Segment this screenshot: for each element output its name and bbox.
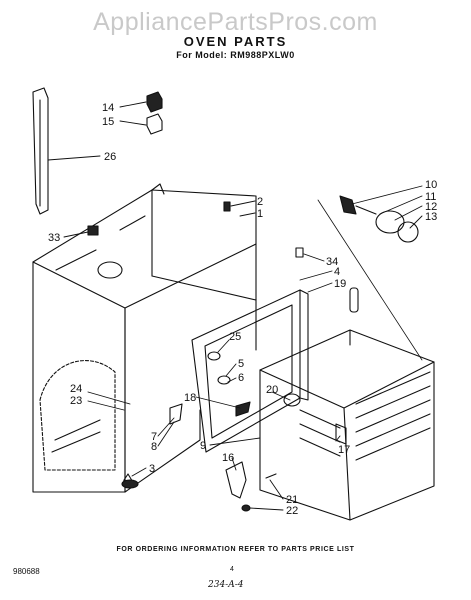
callout-16: 16 — [222, 452, 234, 464]
callout-13: 13 — [425, 211, 437, 223]
ordering-note: FOR ORDERING INFORMATION REFER TO PARTS … — [116, 546, 355, 553]
callout-10: 10 — [425, 179, 437, 191]
callout-34: 34 — [326, 256, 338, 268]
callout-5: 5 — [238, 358, 244, 370]
callout-6: 6 — [238, 372, 244, 384]
oven-front-frame — [191, 289, 309, 453]
callout-11: 11 — [425, 191, 436, 203]
watermark: AppliancePartsPros.com — [93, 8, 378, 36]
clip-part-14 — [146, 91, 163, 113]
callout-22: 22 — [286, 505, 298, 517]
leader-lines — [47, 101, 423, 511]
callout-3: 3 — [149, 463, 155, 475]
oven-light-assembly — [317, 195, 423, 361]
oven-liner — [259, 329, 435, 521]
clip-part-15 — [146, 113, 163, 135]
callout-15: 15 — [102, 116, 114, 128]
callout-labels: 14 15 26 33 2 1 10 11 12 13 34 4 19 25 5… — [48, 102, 437, 517]
callout-24: 24 — [70, 383, 82, 395]
callout-12: 12 — [425, 201, 437, 213]
callout-20: 20 — [266, 384, 278, 396]
side-trim-strip — [32, 87, 49, 215]
callout-17: 17 — [338, 444, 350, 456]
figure-code: 980688 — [13, 567, 40, 576]
callout-2: 2 — [257, 196, 263, 208]
callout-19: 19 — [334, 278, 346, 290]
callout-33: 33 — [48, 232, 60, 244]
callout-21: 21 — [286, 494, 298, 506]
model-label: For Model: RM988PXLW0 — [176, 50, 295, 60]
callout-9: 9 — [200, 440, 206, 452]
callout-1: 1 — [257, 208, 263, 220]
page-title: OVEN PARTS — [183, 34, 288, 49]
callout-25: 25 — [229, 331, 241, 343]
callout-23: 23 — [70, 395, 82, 407]
callout-4: 4 — [334, 266, 340, 278]
callout-7: 7 — [151, 431, 157, 443]
callout-14: 14 — [102, 102, 114, 114]
page-number: 4 — [230, 566, 234, 573]
callout-26: 26 — [104, 151, 116, 163]
handwritten-note: 234-A-4 — [208, 580, 244, 590]
small-hardware — [87, 201, 359, 512]
callout-18: 18 — [184, 392, 196, 404]
callout-8: 8 — [151, 441, 157, 453]
